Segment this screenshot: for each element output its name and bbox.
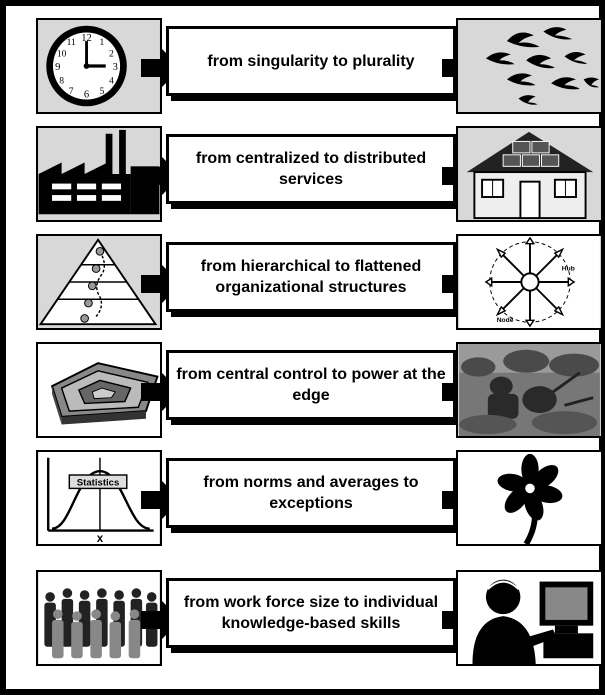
transition-text: from norms and averages to exceptions bbox=[203, 474, 419, 512]
hub-label: Hub bbox=[562, 266, 575, 273]
svg-text:12: 12 bbox=[81, 33, 92, 44]
svg-text:6: 6 bbox=[84, 90, 89, 101]
svg-text:11: 11 bbox=[67, 37, 76, 48]
transition-text: from central control to power at the edg… bbox=[176, 366, 446, 404]
clock-icon: 12 1 2 3 4 5 6 7 8 9 10 11 bbox=[36, 18, 162, 114]
transition-label-box: from hierarchical to flattened organizat… bbox=[166, 242, 456, 312]
node-label: Node bbox=[497, 317, 514, 324]
svg-text:3: 3 bbox=[113, 62, 118, 73]
soldier-photo-icon bbox=[456, 342, 603, 438]
pentagon-building-icon bbox=[36, 342, 162, 438]
factory-icon bbox=[36, 126, 162, 222]
svg-text:8: 8 bbox=[59, 75, 64, 86]
transition-label-box: from norms and averages to exceptions bbox=[166, 458, 456, 528]
transition-row-6: from work force size to individual knowl… bbox=[14, 570, 603, 670]
statistics-label: Statistics bbox=[77, 478, 120, 489]
transition-label-box: from singularity to plurality bbox=[166, 26, 456, 96]
birds-flock-icon bbox=[456, 18, 603, 114]
transition-text: from centralized to distributed services bbox=[195, 150, 427, 188]
svg-text:9: 9 bbox=[55, 62, 60, 73]
transition-row-1: 12 1 2 3 4 5 6 7 8 9 10 11 from singular… bbox=[14, 18, 603, 118]
transition-text: from singularity to plurality bbox=[207, 52, 415, 70]
hub-node-network-icon: Hub Node bbox=[456, 234, 603, 330]
transition-row-3: from hierarchical to flattened organizat… bbox=[14, 234, 603, 334]
computer-operator-icon bbox=[456, 570, 603, 666]
transition-label-box: from central control to power at the edg… bbox=[166, 350, 456, 420]
x-axis-label: x bbox=[97, 533, 104, 544]
transition-text: from work force size to individual knowl… bbox=[183, 594, 439, 632]
transition-row-5: Statistics x from norms and averages to … bbox=[14, 450, 603, 550]
transition-label-box: from centralized to distributed services bbox=[166, 134, 456, 204]
transition-row-2: from centralized to distributed services bbox=[14, 126, 603, 226]
pyramid-hierarchy-icon bbox=[36, 234, 162, 330]
flower-icon bbox=[456, 450, 603, 546]
svg-text:4: 4 bbox=[109, 75, 114, 86]
solar-house-icon bbox=[456, 126, 603, 222]
svg-text:10: 10 bbox=[57, 48, 67, 59]
transition-row-4: from central control to power at the edg… bbox=[14, 342, 603, 442]
svg-text:7: 7 bbox=[69, 86, 74, 97]
svg-text:2: 2 bbox=[109, 48, 114, 59]
transition-text: from hierarchical to flattened organizat… bbox=[200, 258, 422, 296]
statistics-bell-curve-icon: Statistics x bbox=[36, 450, 162, 546]
svg-text:1: 1 bbox=[99, 37, 104, 48]
svg-text:5: 5 bbox=[99, 86, 104, 97]
transition-label-box: from work force size to individual knowl… bbox=[166, 578, 456, 648]
